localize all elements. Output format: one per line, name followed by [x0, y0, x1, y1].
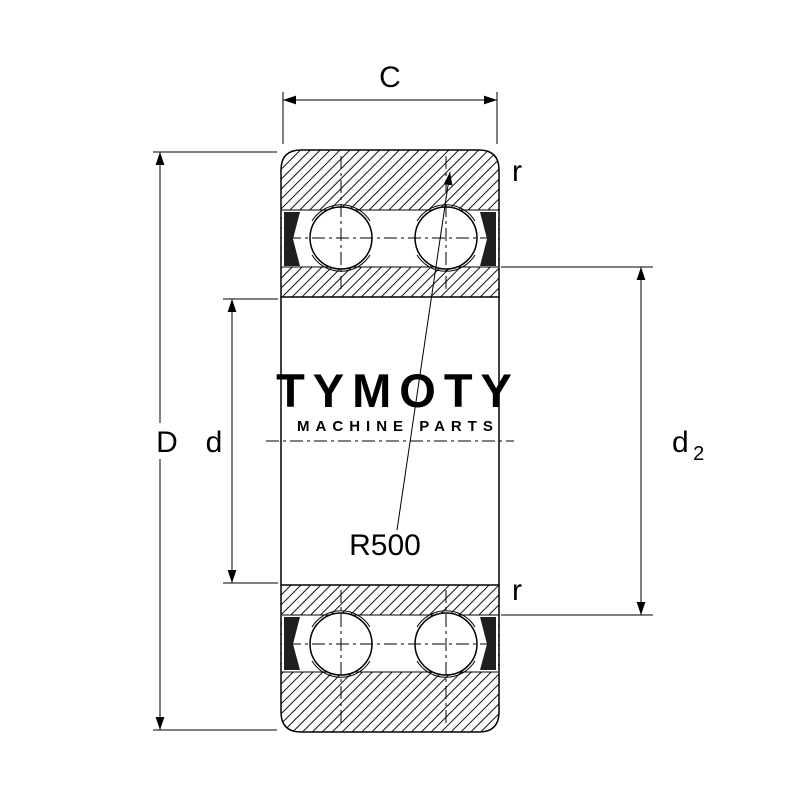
- dimension-d: d: [206, 298, 278, 584]
- dimension-label-d: d: [206, 426, 223, 459]
- dimension-label-D: D: [156, 426, 178, 459]
- groove-arc: [416, 610, 476, 628]
- watermark: TYMOTY MACHINE PARTS: [276, 364, 520, 435]
- leader-line-R500: [396, 171, 453, 531]
- top-ring-section: [280, 149, 500, 298]
- seal-top-left: [284, 212, 300, 266]
- dimension-label-d2: d 2: [672, 426, 704, 465]
- groove-arc: [311, 610, 371, 628]
- dimension-C: C: [282, 61, 498, 144]
- watermark-title: TYMOTY: [276, 364, 520, 417]
- dimension-D: D: [149, 151, 277, 731]
- bottom-ring-section: [280, 584, 500, 733]
- watermark-subtitle: MACHINE PARTS: [297, 418, 499, 435]
- groove-arc: [416, 660, 476, 678]
- crown-radius-label: R500: [349, 529, 421, 562]
- groove-arc: [311, 660, 371, 678]
- label-mask: [149, 423, 185, 459]
- seal-bottom-right: [480, 617, 496, 670]
- corner-radius-label-bottom: r: [512, 574, 522, 607]
- dimension-label-C: C: [379, 61, 401, 94]
- dimension-d2: d 2: [501, 266, 704, 616]
- seal-bottom-left: [284, 617, 300, 670]
- corner-radius-label-top: r: [512, 155, 522, 188]
- crown-radius-callout: R500: [349, 171, 453, 562]
- seal-top-right: [480, 212, 496, 266]
